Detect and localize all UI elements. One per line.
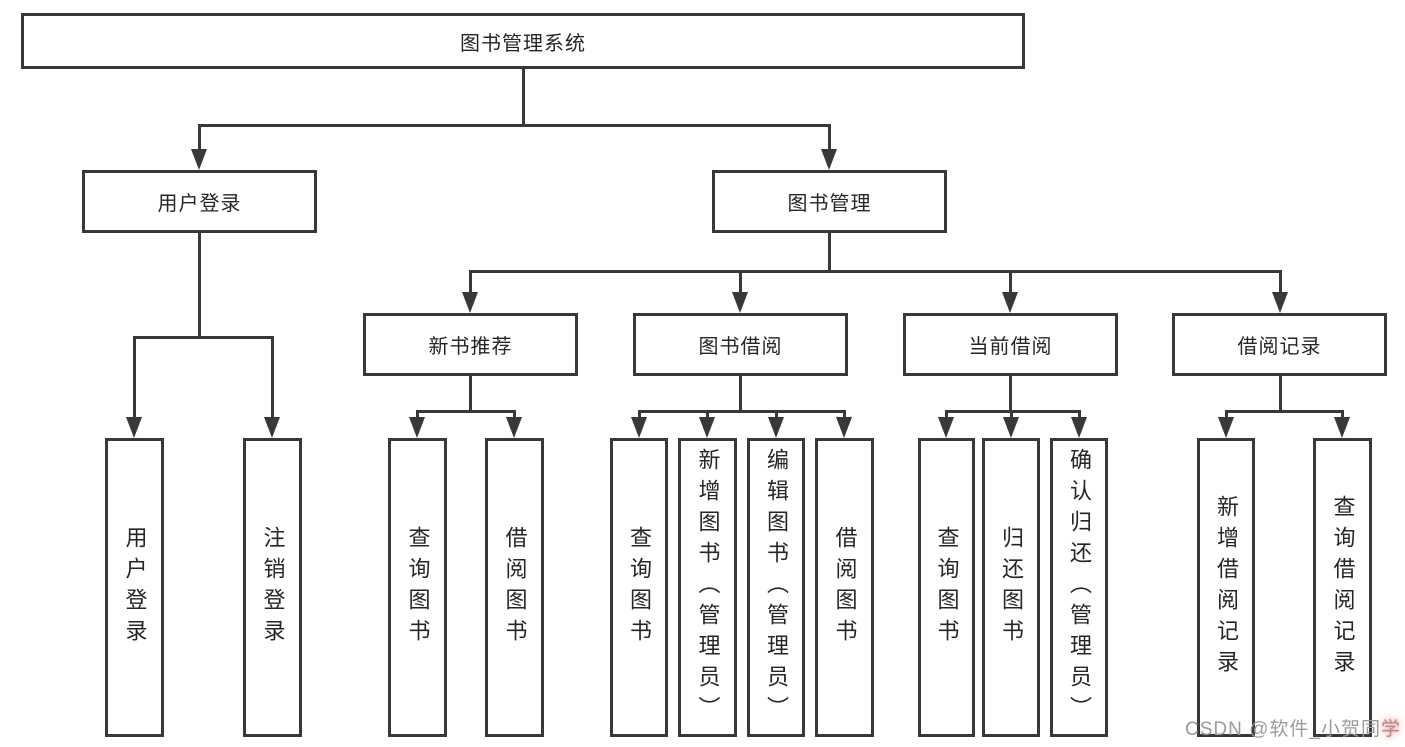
arrow-stem [774, 410, 778, 417]
node-label-book-mgmt: 图书管理 [787, 193, 872, 215]
node-book-mgmt: 图书管理 [712, 170, 947, 233]
arrow-down-icon [836, 417, 852, 438]
node-label-leaf-query-books-3: 查询图书 [934, 525, 960, 650]
arrow-stem [1224, 410, 1228, 417]
node-leaf-add-book: 新增图书（管理员） [678, 438, 737, 737]
arrow-stem [132, 336, 136, 417]
node-user-login: 用户登录 [82, 170, 317, 233]
arrow-down-icon [126, 417, 142, 438]
arrow-stem [1008, 270, 1012, 292]
node-label-book-borrow: 图书借阅 [698, 336, 783, 358]
arrow-stem [1077, 410, 1081, 417]
node-label-leaf-add-book: 新增图书（管理员） [695, 448, 721, 727]
node-leaf-query-books-3: 查询图书 [918, 438, 975, 737]
connector-stem [1008, 376, 1012, 413]
node-leaf-query-books-2: 查询图书 [610, 438, 668, 737]
arrow-down-icon [462, 292, 478, 313]
arrow-down-icon [768, 417, 784, 438]
arrow-stem [270, 336, 274, 417]
node-new-book-rec: 新书推荐 [363, 313, 578, 376]
arrow-stem [1340, 410, 1344, 417]
arrow-down-icon [1272, 292, 1288, 313]
node-leaf-edit-book: 编辑图书（管理员） [747, 438, 805, 737]
node-leaf-add-record: 新增借阅记录 [1197, 438, 1255, 737]
node-leaf-confirm-return: 确认归还（管理员） [1050, 438, 1108, 737]
node-label-leaf-confirm-return: 确认归还（管理员） [1067, 448, 1092, 727]
arrow-stem [415, 410, 419, 417]
connector-rail [415, 410, 516, 413]
arrow-stem [738, 270, 742, 292]
connector-rail [944, 410, 1081, 413]
arrow-stem [637, 410, 641, 417]
node-leaf-borrow-books-2: 借阅图书 [815, 438, 874, 737]
watermark-text: CSDN @软件_小贺同 [1185, 719, 1381, 740]
connector-stem [827, 233, 831, 273]
arrow-down-icon [506, 417, 522, 438]
connector-stem [521, 69, 525, 127]
arrow-down-icon [631, 417, 647, 438]
node-leaf-query-books-1: 查询图书 [388, 438, 447, 737]
watermark-accent-char: 学 [1380, 719, 1401, 740]
arrow-down-icon [699, 417, 715, 438]
node-label-leaf-borrow-books-2: 借阅图书 [832, 525, 858, 650]
arrow-down-icon [938, 417, 954, 438]
node-label-leaf-user-login: 用户登录 [122, 525, 148, 650]
arrow-stem [944, 410, 948, 417]
arrow-down-icon [264, 417, 280, 438]
node-label-leaf-add-record: 新增借阅记录 [1214, 494, 1239, 681]
node-leaf-logout: 注销登录 [243, 438, 302, 737]
arrow-down-icon [732, 292, 748, 313]
arrow-down-icon [1002, 292, 1018, 313]
arrow-stem [1278, 270, 1282, 292]
connector-rail [637, 410, 846, 413]
connector-stem [738, 376, 742, 413]
node-borrow-records: 借阅记录 [1172, 313, 1387, 376]
connector-rail [468, 270, 1282, 273]
node-label-leaf-query-record: 查询借阅记录 [1330, 494, 1356, 681]
connector-stem [197, 233, 201, 339]
arrow-stem [842, 410, 846, 417]
node-label-new-book-rec: 新书推荐 [428, 336, 513, 358]
arrow-stem [1009, 410, 1013, 417]
node-label-user-login: 用户登录 [157, 193, 242, 215]
node-leaf-query-record: 查询借阅记录 [1313, 438, 1372, 737]
arrow-stem [827, 124, 831, 149]
node-leaf-borrow-books-1: 借阅图书 [485, 438, 544, 737]
arrow-down-icon [1003, 417, 1019, 438]
arrow-down-icon [191, 149, 207, 170]
node-label-leaf-borrow-books-1: 借阅图书 [502, 525, 528, 650]
arrow-down-icon [1218, 417, 1234, 438]
arrow-stem [705, 410, 709, 417]
node-leaf-user-login: 用户登录 [105, 438, 164, 737]
connector-rail [1224, 410, 1344, 413]
arrow-down-icon [821, 149, 837, 170]
node-label-leaf-query-books-2: 查询图书 [627, 525, 652, 650]
node-label-leaf-return-book: 归还图书 [999, 525, 1024, 650]
connector-rail [197, 124, 831, 127]
arrow-down-icon [1334, 417, 1350, 438]
node-current-borrow: 当前借阅 [903, 313, 1118, 376]
node-leaf-return-book: 归还图书 [982, 438, 1040, 737]
connector-stem [468, 376, 472, 413]
node-label-leaf-query-books-1: 查询图书 [405, 525, 431, 650]
connector-rail [132, 336, 274, 339]
connector-stem [1278, 376, 1282, 413]
arrow-down-icon [1071, 417, 1087, 438]
arrow-down-icon [409, 417, 425, 438]
node-label-leaf-logout: 注销登录 [260, 525, 286, 650]
arrow-stem [512, 410, 516, 417]
node-root: 图书管理系统 [21, 13, 1025, 69]
node-label-root: 图书管理系统 [460, 32, 586, 55]
arrow-stem [197, 124, 201, 149]
node-label-borrow-records: 借阅记录 [1237, 336, 1322, 358]
arrow-stem [468, 270, 472, 292]
node-label-current-borrow: 当前借阅 [968, 336, 1053, 358]
csdn-watermark: CSDN @软件_小贺同学 [1185, 714, 1401, 741]
node-label-leaf-edit-book: 编辑图书（管理员） [764, 448, 789, 727]
node-book-borrow: 图书借阅 [633, 313, 848, 376]
